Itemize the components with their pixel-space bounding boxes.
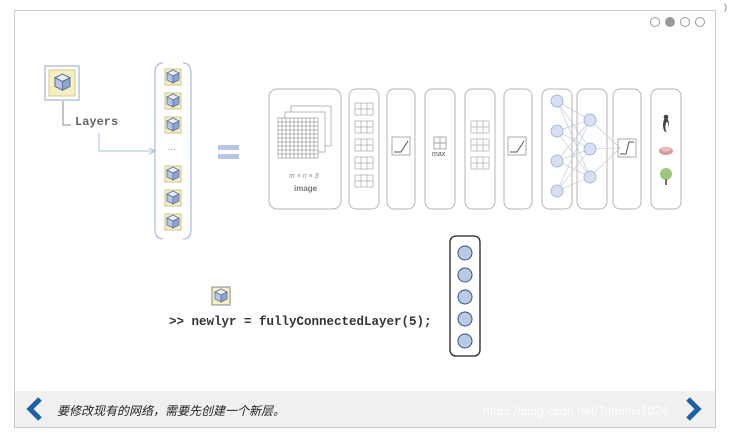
layer-item — [164, 189, 182, 207]
max-label: max — [432, 151, 446, 158]
maxpool-icon — [433, 136, 447, 150]
fully-connected-diagram — [556, 100, 621, 192]
chevron-right-icon — [686, 397, 702, 421]
softmax-icon — [617, 138, 637, 158]
layer-item — [164, 213, 182, 231]
watermark-text: https://blog.csdn.net/Tommis1024 — [483, 404, 669, 418]
new-layer-icon — [211, 286, 231, 306]
relu-icon — [507, 136, 527, 156]
layers-ellipsis: … — [167, 142, 176, 152]
image-grid-icon — [277, 105, 332, 159]
slide-dot-active[interactable] — [665, 17, 675, 27]
next-button[interactable] — [681, 397, 705, 421]
layer-item — [164, 92, 182, 110]
tree-icon — [660, 168, 672, 185]
slide-indicator[interactable] — [650, 17, 705, 27]
layer-item — [164, 68, 182, 86]
slide-diagram — [44, 62, 682, 357]
bottom-bar: 要修改现有的网络，需要先创建一个新层。 https://blog.csdn.ne… — [15, 391, 715, 427]
edge-artifact: ) — [724, 2, 727, 12]
equals-sign — [218, 145, 239, 159]
conv-grid-icon — [354, 102, 374, 188]
layer-item — [164, 116, 182, 134]
layers-array-icon — [44, 65, 80, 101]
image-label: image — [294, 184, 318, 193]
food-icon — [659, 147, 673, 155]
code-line: >> newlyr = fullyConnectedLayer(5); — [169, 315, 432, 329]
image-size-label: m × n × 3 — [289, 173, 319, 180]
layer-item — [164, 165, 182, 183]
slide-dot[interactable] — [695, 17, 705, 27]
slide-dot[interactable] — [650, 17, 660, 27]
caption-text: 要修改现有的网络，需要先创建一个新层。 — [57, 404, 286, 418]
slide-dot[interactable] — [680, 17, 690, 27]
output-layer-diagram — [449, 235, 481, 357]
prev-button[interactable] — [23, 397, 47, 421]
chevron-left-icon — [26, 397, 42, 421]
layers-label: Layers — [75, 115, 119, 129]
penguin-icon — [663, 114, 669, 132]
slide-frame: Layers … m × n × 3 image max >> newlyr =… — [14, 10, 716, 428]
relu-icon — [391, 136, 411, 156]
conv-grid-icon — [470, 120, 490, 170]
fc-nodes — [550, 94, 597, 198]
